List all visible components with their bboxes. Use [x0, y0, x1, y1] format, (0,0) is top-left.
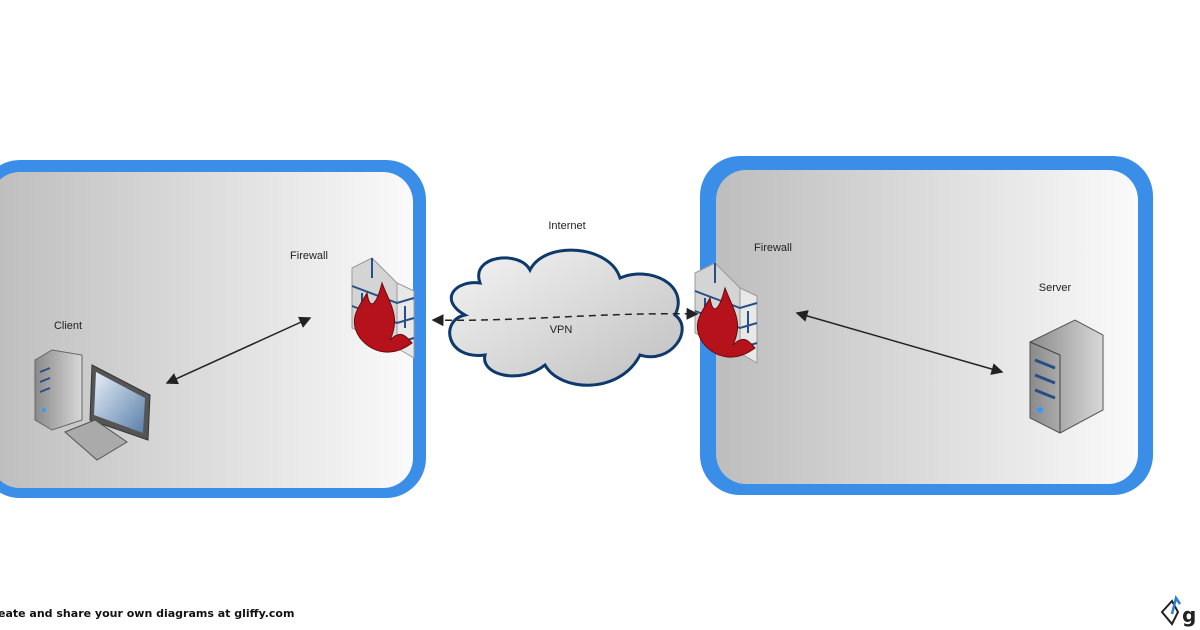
internet-cloud-icon	[448, 248, 684, 387]
client-label: Client	[54, 320, 82, 332]
client-computer-icon	[34, 349, 151, 461]
firewall-server-link	[795, 310, 1004, 375]
server-icon	[1029, 319, 1104, 434]
firewall-right-label: Firewall	[754, 242, 792, 254]
vpn-label: VPN	[550, 324, 573, 336]
client-firewall-link	[165, 316, 312, 385]
footer-text[interactable]: eate and share your own diagrams at glif…	[0, 607, 295, 620]
server-label: Server	[1039, 282, 1072, 294]
firewall-left-label: Firewall	[290, 250, 328, 262]
svg-text:g: g	[1182, 603, 1196, 627]
gliffy-logo-icon: g	[1160, 594, 1196, 627]
internet-label: Internet	[548, 220, 585, 232]
